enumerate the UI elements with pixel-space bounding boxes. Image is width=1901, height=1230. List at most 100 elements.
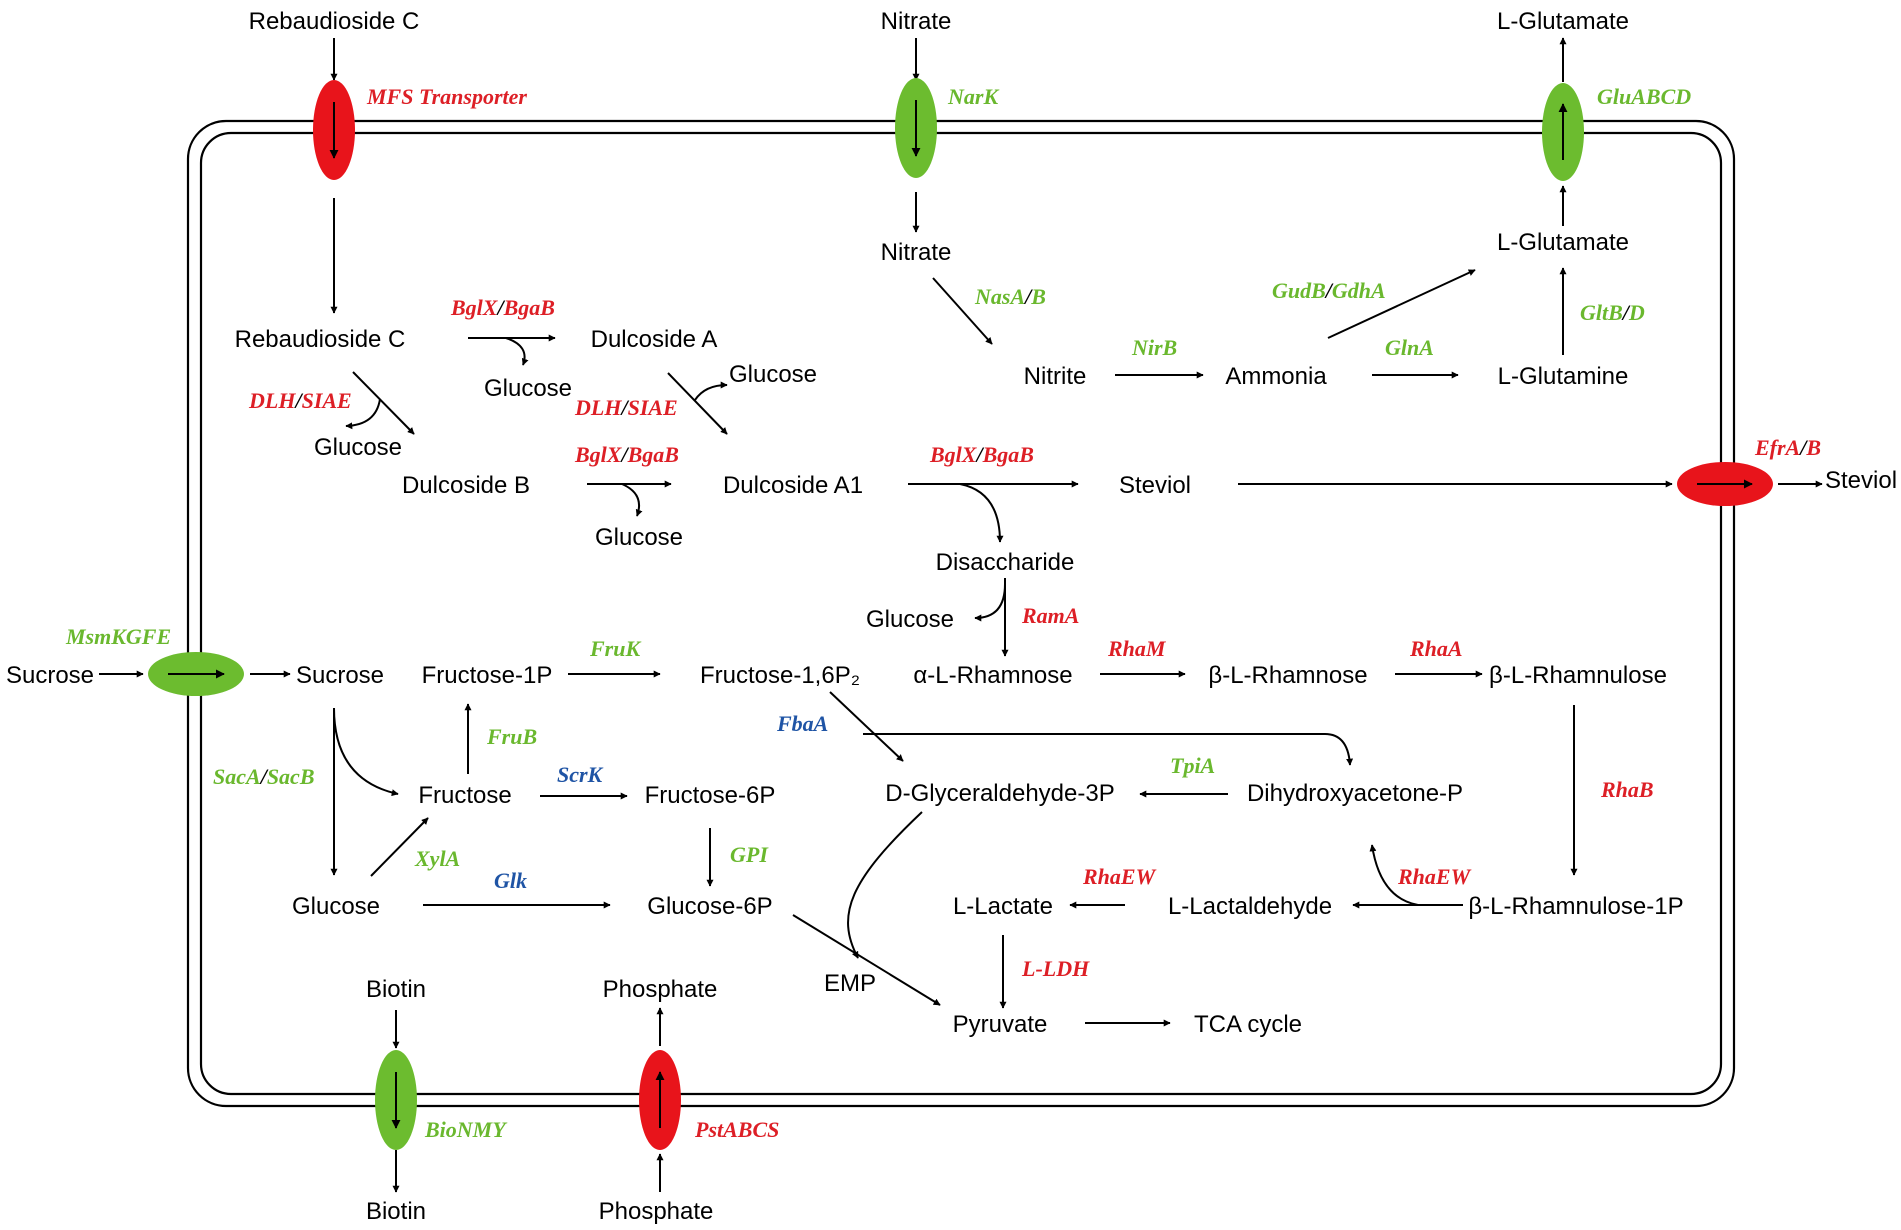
molecule-glucose: Glucose <box>729 361 817 388</box>
enzyme-sacb: SacB <box>267 764 315 789</box>
enzyme-rhaa: RhaA <box>1409 636 1463 661</box>
enzyme-pstabcs: PstABCS <box>694 1117 779 1142</box>
enzyme-saca-sacb: SacA/SacB <box>213 764 315 789</box>
transporter-pstabcs <box>639 1050 681 1150</box>
enzyme-glk: Glk <box>494 868 527 893</box>
enzyme-bgab: BgaB <box>982 442 1034 467</box>
enzyme-glna: GlnA <box>1385 335 1434 360</box>
enzyme-gluabcd: GluABCD <box>1597 84 1691 109</box>
molecule-ammonia: Ammonia <box>1225 363 1327 390</box>
enzyme-gpi: GPI <box>730 842 769 867</box>
molecule-labels: Rebaudioside C Rebaudioside C Nitrate Ni… <box>6 8 1897 1225</box>
enzyme-gdha: GdhA <box>1332 278 1386 303</box>
enzyme-separator: / <box>619 442 629 467</box>
enzyme-tpia: TpiA <box>1170 753 1215 778</box>
molecule-fructose-1p: Fructose-1P <box>422 662 553 689</box>
enzyme-dlh: DLH <box>574 395 622 420</box>
molecule-phosphate: Phosphate <box>603 976 718 1003</box>
transporter-msmkgfe <box>148 652 244 696</box>
molecule-fructose-6p: Fructose-6P <box>645 782 776 809</box>
molecule-steviol: Steviol <box>1119 472 1191 499</box>
enzyme-siae: SIAE <box>302 388 352 413</box>
molecule-l-glutamate: L-Glutamate <box>1497 229 1629 256</box>
transporter-mfs <box>313 80 355 180</box>
enzyme-rama: RamA <box>1021 603 1079 628</box>
transporter-bionmy <box>375 1050 417 1150</box>
enzyme-nark: NarK <box>947 84 999 109</box>
enzyme-bionmy: BioNMY <box>424 1117 508 1142</box>
molecule-rebaudioside-c-extracellular: Rebaudioside C <box>249 8 420 35</box>
enzyme-dlh-siae: DLH/SIAE <box>248 388 352 413</box>
molecule-phosphate-extracellular: Phosphate <box>599 1198 714 1225</box>
molecule-dulcoside-b: Dulcoside B <box>402 472 530 499</box>
enzyme-nasa-nasb: NasA/B <box>974 284 1046 309</box>
enzyme-nirb: NirB <box>1131 335 1177 360</box>
molecule-glucose: Glucose <box>484 375 572 402</box>
enzyme-gltb-gltd: GltB/D <box>1580 300 1645 325</box>
molecule-glucose: Glucose <box>314 434 402 461</box>
molecule-nitrate: Nitrate <box>881 239 952 266</box>
molecule-fructose-16p2: Fructose-1,6P₂ <box>700 662 860 689</box>
molecule-dulcoside-a1: Dulcoside A1 <box>723 472 863 499</box>
molecule-glucose: Glucose <box>866 606 954 633</box>
transporter-gluabcd <box>1542 83 1584 181</box>
enzyme-bgab: BgaB <box>503 295 555 320</box>
enzyme-separator: / <box>1798 435 1808 460</box>
molecule-biotin-extracellular: Biotin <box>366 1198 426 1225</box>
enzyme-frub: FruB <box>486 724 537 749</box>
cell-membrane-outer <box>186 119 1736 1108</box>
enzyme-fruk: FruK <box>589 636 641 661</box>
cell-membrane-inner <box>199 131 1723 1096</box>
molecule-l-lactaldehyde: L-Lactaldehyde <box>1168 893 1332 920</box>
enzyme-efrb: B <box>1805 435 1821 460</box>
enzyme-fbaa: FbaA <box>776 711 828 736</box>
enzyme-siae: SIAE <box>628 395 678 420</box>
molecule-beta-l-rhamnulose-1p: β-L-Rhamnulose-1P <box>1468 893 1683 920</box>
enzyme-labels: MFS Transporter NarK GluABCD NasA/B NirB… <box>65 84 1821 1142</box>
enzyme-rham: RhaM <box>1107 636 1167 661</box>
molecule-beta-l-rhamnose: β-L-Rhamnose <box>1208 662 1367 689</box>
enzyme-rhab: RhaB <box>1600 777 1654 802</box>
molecule-l-glutamate-extracellular: L-Glutamate <box>1497 8 1629 35</box>
enzyme-gltb: GltB <box>1580 300 1623 325</box>
molecule-sucrose-extracellular: Sucrose <box>6 662 94 689</box>
enzyme-separator: / <box>619 395 629 420</box>
molecule-dihydroxyacetone-p: Dihydroxyacetone-P <box>1247 780 1463 807</box>
molecule-d-glyceraldehyde-3p: D-Glyceraldehyde-3P <box>885 780 1114 807</box>
reaction-arrows <box>99 37 1823 1193</box>
molecule-disaccharide: Disaccharide <box>936 549 1075 576</box>
enzyme-msmkgfe: MsmKGFE <box>65 624 171 649</box>
molecule-dulcoside-a: Dulcoside A <box>591 326 718 353</box>
enzyme-rhaew: RhaEW <box>1397 864 1472 889</box>
enzyme-bglx: BglX <box>574 442 623 467</box>
enzyme-rhaew: RhaEW <box>1082 864 1157 889</box>
molecule-nitrate-extracellular: Nitrate <box>881 8 952 35</box>
molecule-sucrose: Sucrose <box>296 662 384 689</box>
enzyme-mfs-transporter: MFS Transporter <box>366 84 527 109</box>
molecule-beta-l-rhamnulose: β-L-Rhamnulose <box>1489 662 1667 689</box>
molecule-glucose: Glucose <box>595 524 683 551</box>
enzyme-scrk: ScrK <box>557 762 604 787</box>
enzyme-bglx: BglX <box>450 295 499 320</box>
enzyme-bglx: BglX <box>929 442 978 467</box>
enzyme-l-ldh: L-LDH <box>1021 956 1090 981</box>
enzyme-separator: / <box>1621 300 1631 325</box>
enzyme-separator: / <box>293 388 303 413</box>
molecule-glucose-6p: Glucose-6P <box>647 893 772 920</box>
molecule-alpha-l-rhamnose: α-L-Rhamnose <box>913 662 1072 689</box>
molecule-emp: EMP <box>824 970 876 997</box>
molecule-tca-cycle: TCA cycle <box>1194 1011 1302 1038</box>
molecule-pyruvate: Pyruvate <box>953 1011 1048 1038</box>
enzyme-efra: EfrA <box>1754 435 1800 460</box>
enzyme-separator: / <box>1324 278 1334 303</box>
enzyme-bglx-bgab: BglX/BgaB <box>450 295 555 320</box>
molecule-l-glutamine: L-Glutamine <box>1498 363 1629 390</box>
enzyme-gudb-gdha: GudB/GdhA <box>1272 278 1386 303</box>
enzyme-nasb: B <box>1030 284 1046 309</box>
enzyme-bglx-bgab: BglX/BgaB <box>574 442 679 467</box>
molecule-nitrite: Nitrite <box>1024 363 1087 390</box>
enzyme-separator: / <box>974 442 984 467</box>
enzyme-bgab: BgaB <box>627 442 679 467</box>
enzyme-separator: / <box>495 295 505 320</box>
enzyme-gudb: GudB <box>1272 278 1326 303</box>
